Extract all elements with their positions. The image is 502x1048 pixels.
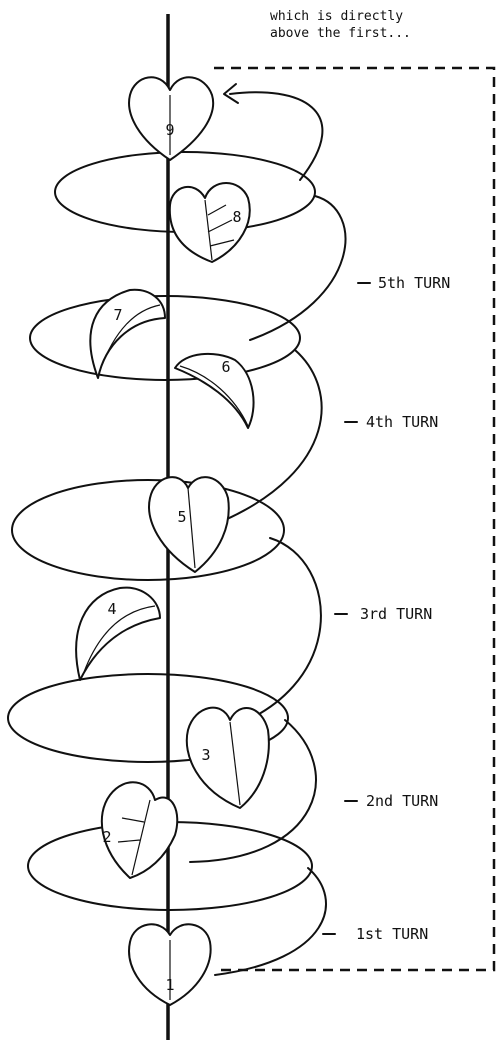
leaf-8 xyxy=(168,182,251,263)
helix-curve-2 xyxy=(189,719,317,863)
helix-curve-4 xyxy=(224,349,323,521)
leaf-2 xyxy=(100,781,179,879)
leaf-number-6: 6 xyxy=(221,358,230,376)
helix-curve-5 xyxy=(249,195,347,341)
caption-line-2: above the first... xyxy=(270,26,411,41)
turn-label-1: 1st TURN xyxy=(356,925,428,943)
leaf-4 xyxy=(75,586,161,681)
turn-label-5: 5th TURN xyxy=(378,274,450,292)
turn-label-3: 3rd TURN xyxy=(360,605,432,623)
helix-ring-2 xyxy=(7,673,289,763)
leaf-number-9: 9 xyxy=(165,121,174,139)
leaf-number-8: 8 xyxy=(232,208,241,226)
helix-curve-1 xyxy=(214,867,327,976)
leaf-9 xyxy=(128,76,215,161)
leaf-5 xyxy=(148,476,230,573)
leaf-number-7: 7 xyxy=(113,306,122,324)
leaf-number-3: 3 xyxy=(201,746,210,764)
helix-curve-top xyxy=(229,91,324,181)
leaf-3 xyxy=(185,706,270,809)
turn-label-4: 4th TURN xyxy=(366,413,438,431)
leaf-number-5: 5 xyxy=(177,508,186,526)
leaf-1 xyxy=(128,923,212,1006)
helix-ring-4 xyxy=(29,295,301,381)
helix-curve-3 xyxy=(221,537,322,731)
turn-label-2: 2nd TURN xyxy=(366,792,438,810)
leaf-number-2: 2 xyxy=(102,828,111,846)
dashed-bracket xyxy=(214,66,496,972)
arrow-head xyxy=(223,83,239,104)
leaf-number-4: 4 xyxy=(107,600,116,618)
leaf-7 xyxy=(89,288,166,379)
caption: which is directly above the first... xyxy=(270,8,411,42)
helix-ring-3 xyxy=(11,479,285,581)
caption-line-1: which is directly xyxy=(270,9,404,24)
leaf-number-1: 1 xyxy=(165,976,174,994)
leaf-6 xyxy=(174,352,255,429)
